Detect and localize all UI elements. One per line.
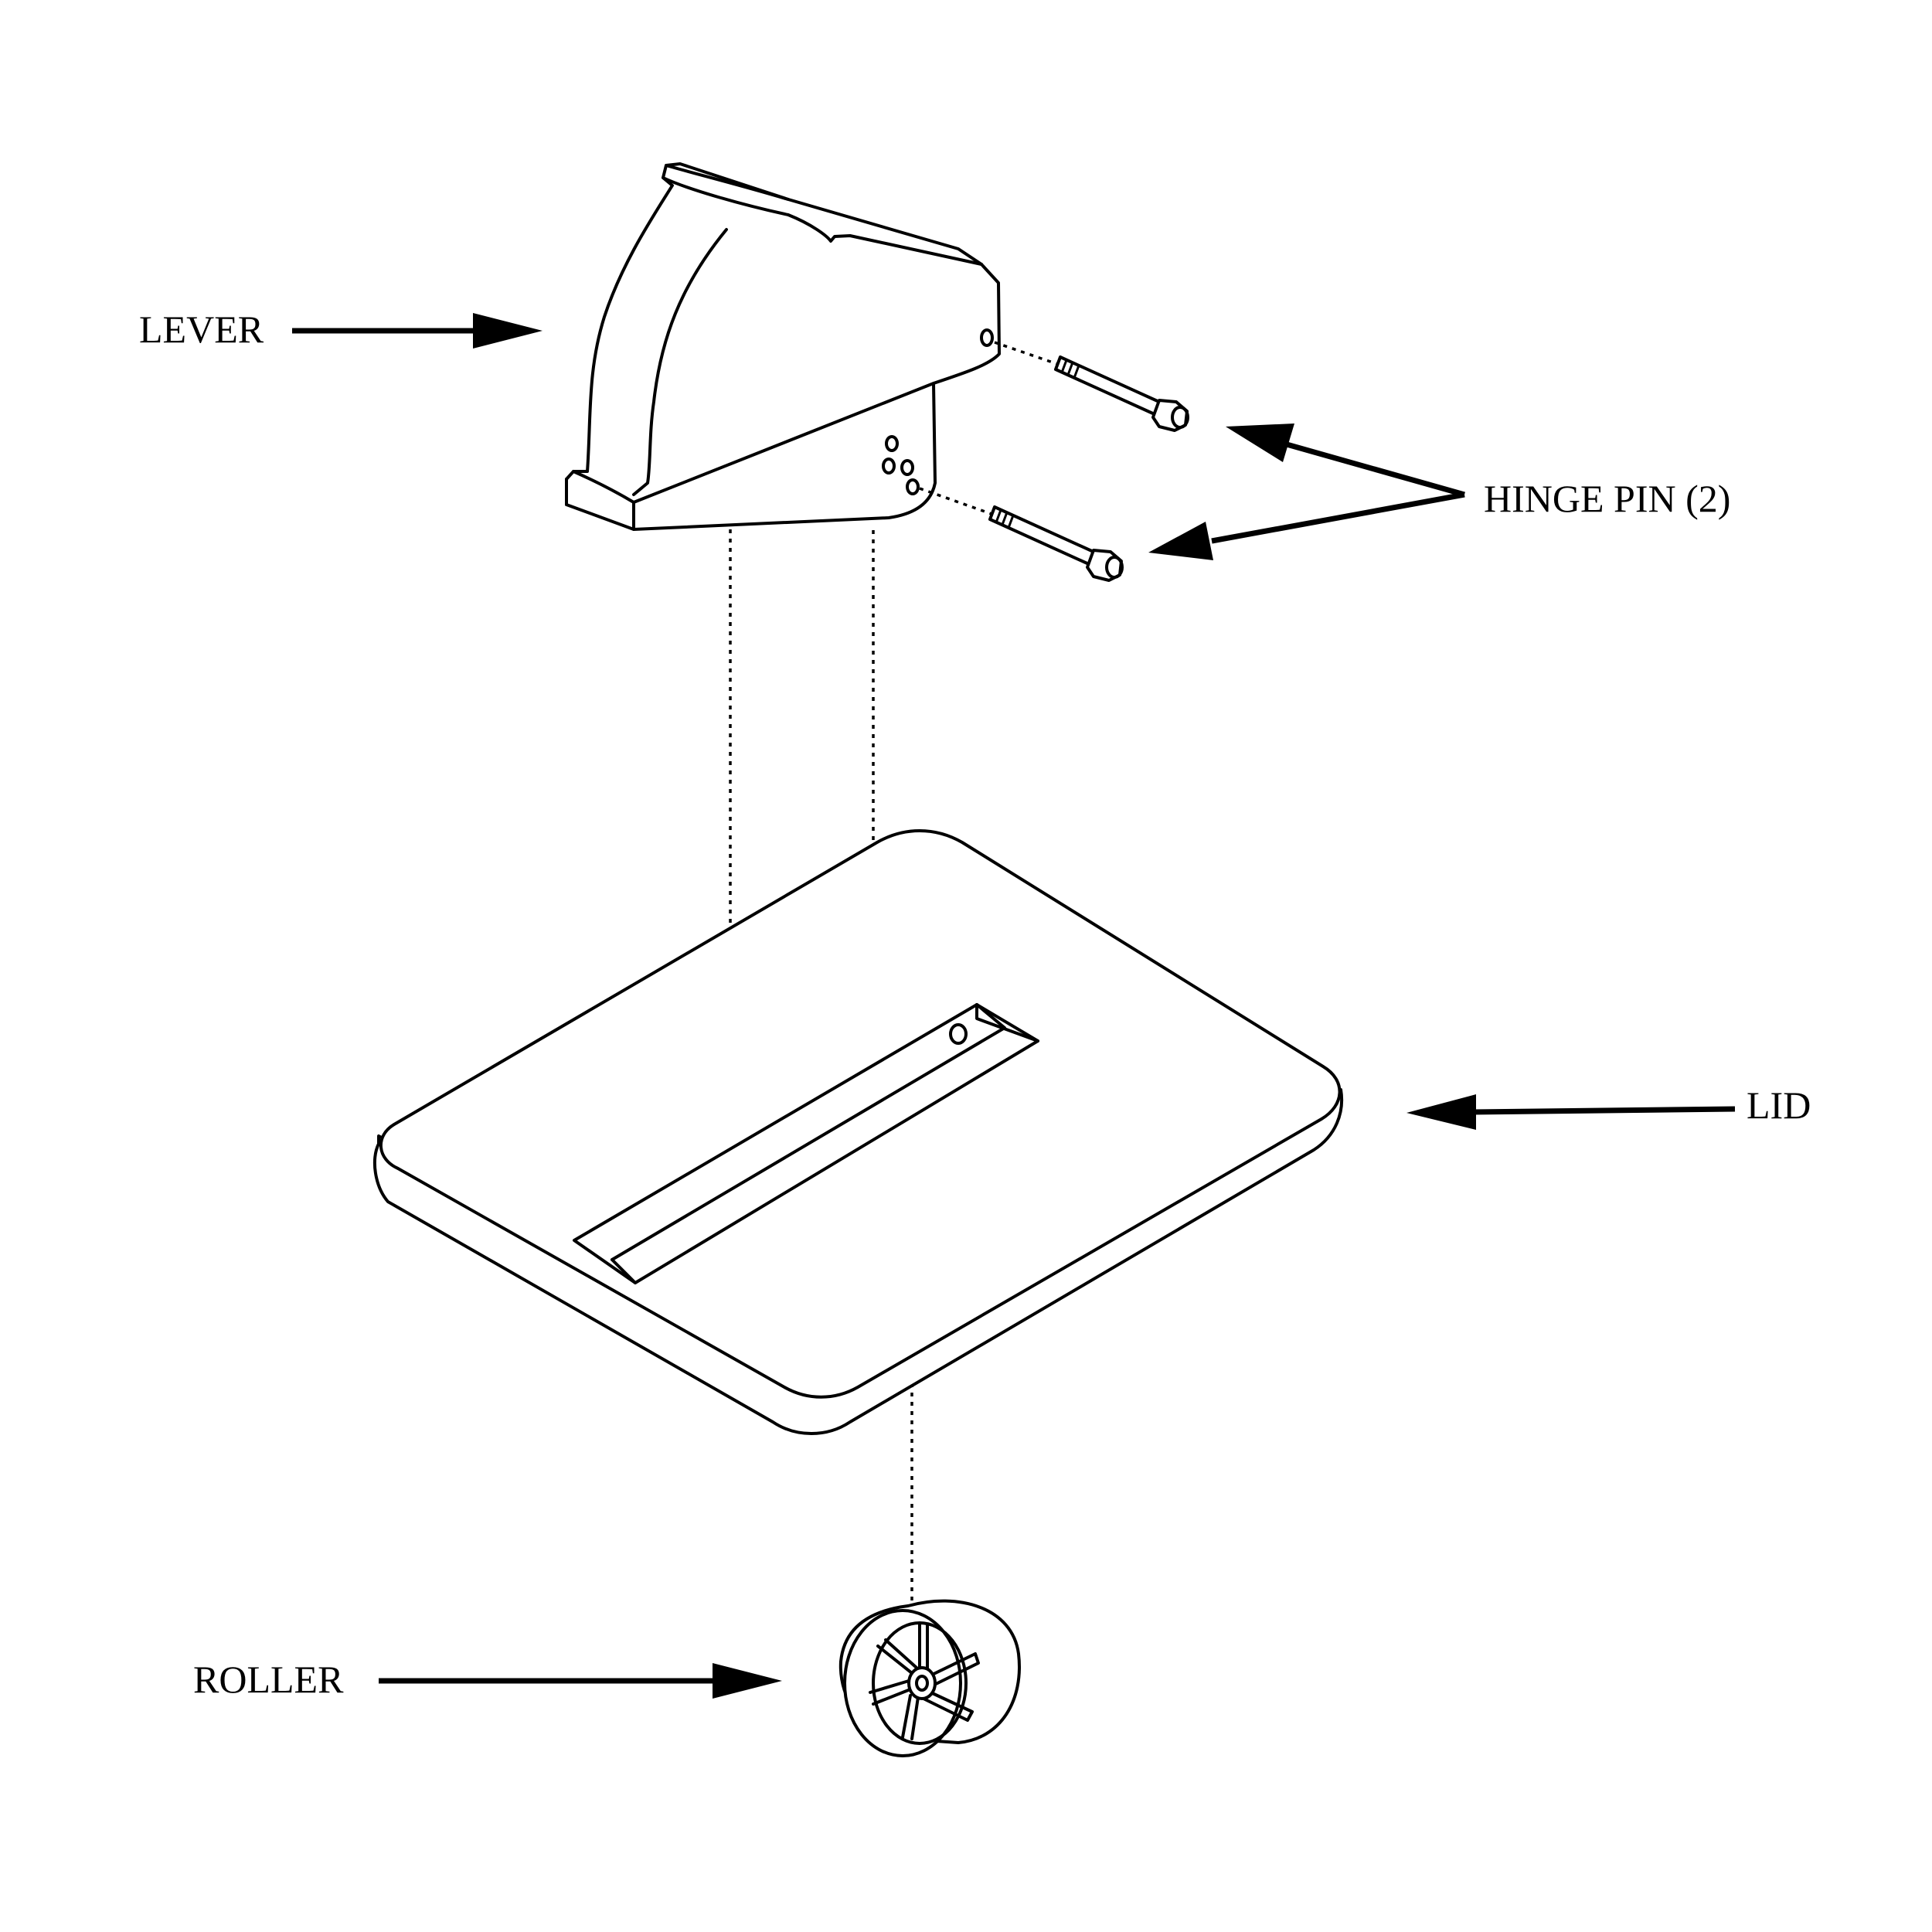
lid-label: LID bbox=[1747, 1083, 1811, 1127]
lever-callout-arrow bbox=[292, 313, 543, 349]
lid-part bbox=[372, 829, 1343, 1435]
roller-part bbox=[838, 1599, 1021, 1757]
hinge-pin-lower bbox=[919, 487, 1124, 582]
lid-callout-arrow bbox=[1406, 1094, 1736, 1130]
lever-label: LEVER bbox=[139, 308, 264, 351]
hinge-pin-upper bbox=[994, 341, 1189, 432]
hinge-pin-label: HINGE PIN (2) bbox=[1484, 477, 1730, 520]
roller-callout-arrow bbox=[379, 1663, 782, 1699]
lever-part bbox=[565, 162, 1001, 531]
roller-label: ROLLER bbox=[193, 1658, 344, 1701]
hinge-pin-callout-arrows bbox=[1148, 423, 1465, 560]
